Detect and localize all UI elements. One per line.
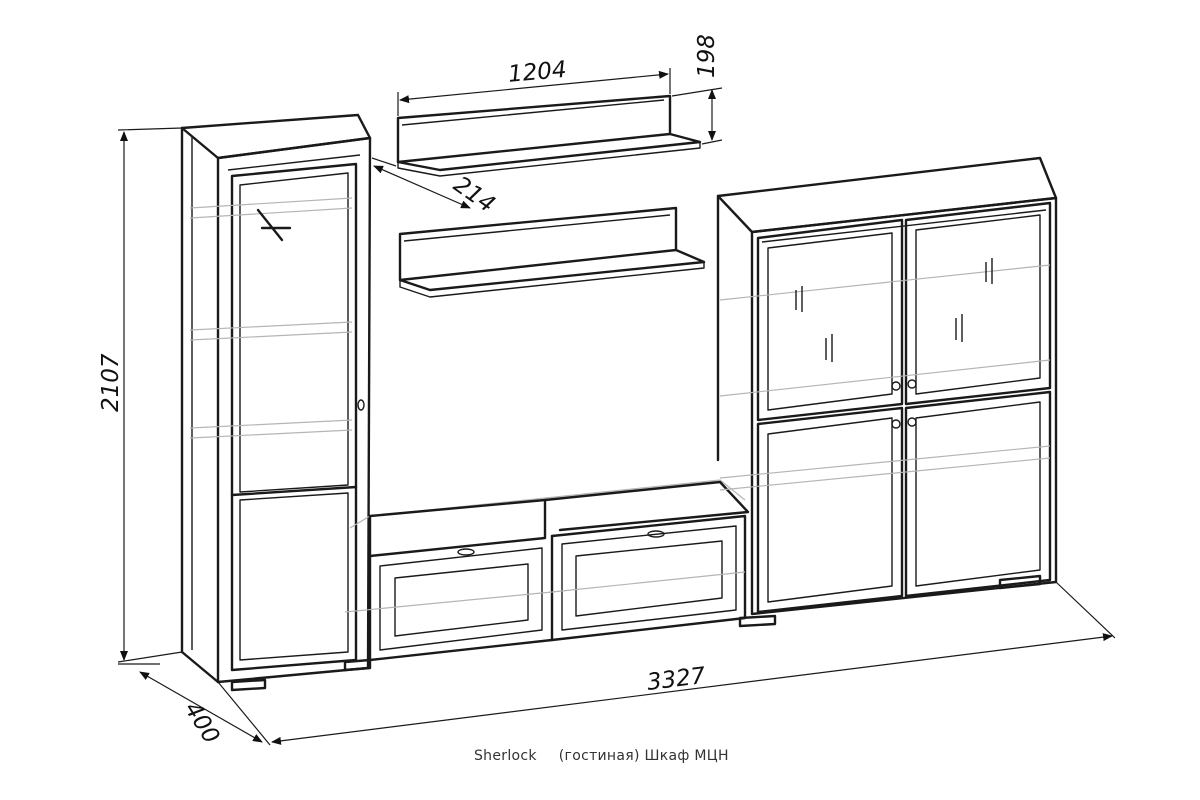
- tall-cabinet: [180, 113, 372, 692]
- wall-shelf-top: [396, 94, 702, 177]
- dim-total-height: 2107: [98, 353, 124, 412]
- tv-stand: [343, 479, 777, 672]
- dimension-lines: [117, 68, 1116, 746]
- caption-description: (гостиная) Шкаф МЦН: [558, 748, 729, 764]
- dim-shelf-width: 1204: [507, 57, 568, 88]
- display-cabinet: [716, 156, 1058, 616]
- dim-total-depth: 400: [179, 697, 224, 748]
- caption: Sherlock (гостиная) Шкаф МЦН: [474, 748, 751, 764]
- dim-shelf-depth: 214: [449, 172, 500, 218]
- dim-shelf-height: 198: [694, 34, 720, 78]
- dim-total-width: 3327: [646, 663, 708, 696]
- wall-shelf-bottom: [398, 206, 706, 298]
- caption-brand: Sherlock: [474, 748, 537, 764]
